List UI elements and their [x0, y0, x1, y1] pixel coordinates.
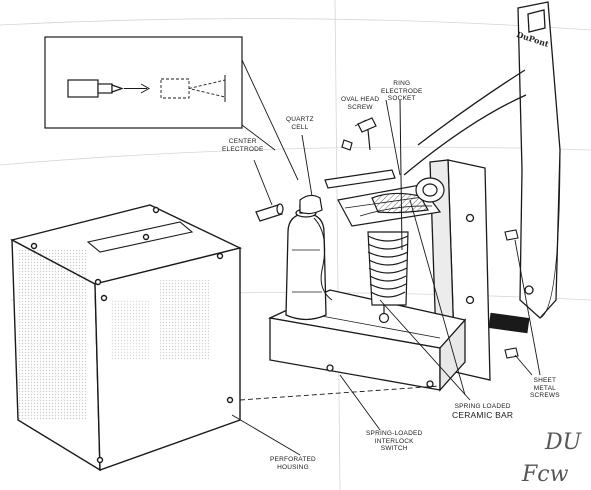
perforated-housing — [10, 204, 243, 472]
quartz-cell-bottle — [285, 204, 333, 321]
handwritten-note-line2: Fcw — [522, 462, 569, 487]
label-center-electrode: CENTER ELECTRODE — [222, 138, 264, 153]
inset-detail-box — [44, 36, 299, 181]
exploded-parts — [255, 117, 377, 222]
leader-lines — [231, 99, 541, 456]
label-spring-loaded-ceramic-bar: SPRING LOADED CERAMIC BAR — [452, 403, 514, 420]
ring-electrode-assembly — [324, 99, 445, 251]
label-sheet-metal-screws: SHEET METAL SCREWS — [530, 377, 560, 399]
label-ring-electrode-socket: RING ELECTRODE SOCKET — [381, 80, 423, 102]
bellows-column — [367, 231, 409, 324]
label-oval-head-screw: OVAL HEAD SCREW — [341, 96, 380, 111]
handwritten-note-line1: DU — [545, 430, 582, 455]
mounting-bracket — [403, 1, 561, 319]
bracket-screws — [504, 229, 519, 359]
label-quartz-cell: QUARTZ CELL — [286, 116, 314, 131]
label-perforated-housing: PERFORATED HOUSING — [270, 456, 316, 471]
label-spring-loaded-interlock-switch: SPRING-LOADED INTERLOCK SWITCH — [366, 430, 423, 452]
